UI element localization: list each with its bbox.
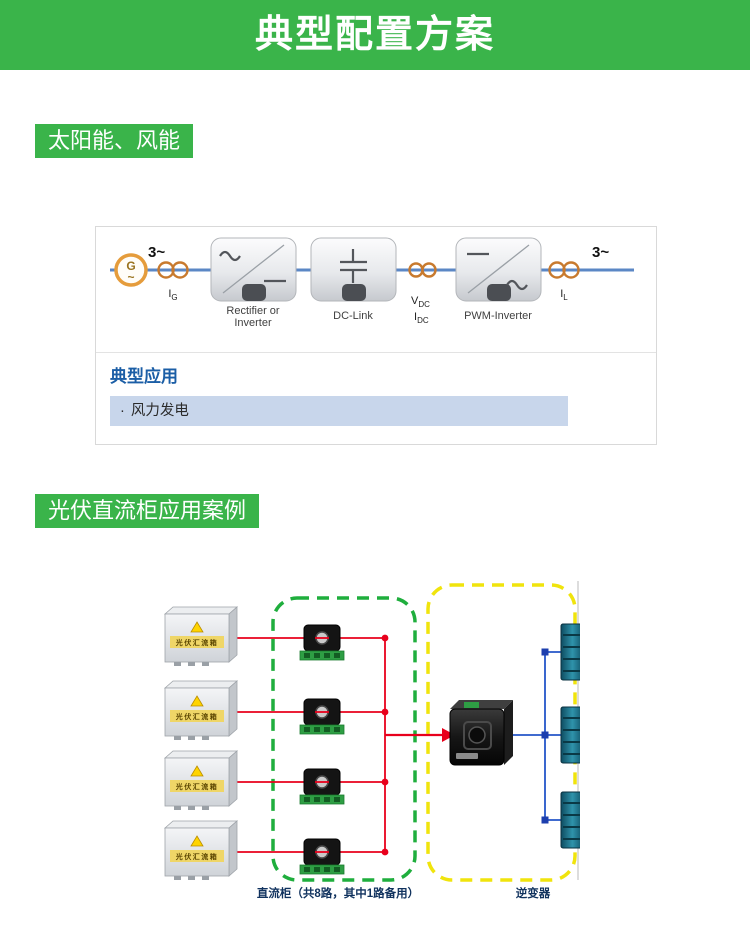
ig-label: IG	[168, 288, 177, 302]
inverter-unit	[560, 623, 585, 681]
ac-symbol	[219, 250, 241, 262]
warning-triangle-icon	[190, 621, 204, 633]
dc-junction-dots	[381, 634, 389, 856]
generator-icon: G ~	[114, 253, 148, 287]
page-banner: 典型配置方案	[0, 0, 750, 70]
current-sensor	[299, 698, 345, 735]
rectifier-module	[210, 237, 297, 302]
generator-letter: G	[126, 259, 135, 273]
typical-apps-item: · 风力发电	[110, 396, 568, 426]
right-phase-label: 3~	[592, 244, 609, 261]
vdc-label: VDC	[411, 295, 430, 309]
current-sensor	[299, 624, 345, 661]
inverter-caption: 逆变器	[516, 886, 551, 900]
dclink-module	[310, 237, 397, 302]
warning-triangle-icon	[190, 765, 204, 777]
combiner-box-label: 光伏汇流箱	[175, 638, 219, 647]
pv-combiner-box: 光伏汇流箱	[163, 750, 239, 810]
pv-dc-cabinet-diagram: 光伏汇流箱 光伏汇流箱 光伏汇流箱	[163, 581, 585, 900]
typical-apps-section: 典型应用 · 风力发电	[96, 352, 656, 444]
bullet: ·	[120, 403, 125, 419]
left-phase-label: 3~	[148, 244, 165, 261]
page-title: 典型配置方案	[254, 14, 495, 56]
inverter-boundary	[426, 583, 577, 882]
inverter-unit	[560, 791, 585, 849]
pwm-inverter-module	[455, 237, 542, 302]
pwm-label: PWM-Inverter	[464, 310, 532, 322]
load-current-coil-icon	[548, 261, 580, 279]
dc-measure-coil-icon	[408, 262, 437, 278]
ac-junction-squares	[541, 648, 549, 824]
generator-current-coil-icon	[157, 261, 189, 279]
ac-symbol	[506, 279, 528, 291]
rectifier-label-line1: Rectifier or	[226, 305, 280, 317]
idc-label: IDC	[414, 311, 429, 325]
il-label: IL	[560, 288, 568, 302]
solar-wind-panel: G ~ 3~ 3~ IG Rectifier or Inverter	[95, 226, 657, 445]
warning-triangle-icon	[190, 695, 204, 707]
pv-combiner-box: 光伏汇流箱	[163, 680, 239, 740]
combiner-box-label: 光伏汇流箱	[175, 852, 219, 861]
dclink-label: DC-Link	[333, 310, 373, 322]
warning-triangle-icon	[190, 835, 204, 847]
combiner-box-label: 光伏汇流箱	[175, 782, 219, 791]
dc-wiring	[229, 637, 443, 853]
rectifier-label-line2: Inverter	[234, 317, 272, 329]
section-badge-solar-wind: 太阳能、风能	[35, 124, 194, 159]
pv-combiner-box: 光伏汇流箱	[163, 606, 239, 666]
pv-diagram-wrap: 光伏汇流箱 光伏汇流箱 光伏汇流箱	[150, 575, 585, 910]
dc-cabinet-caption: 直流柜（共8路，其中1路备用）	[257, 886, 419, 900]
current-sensor	[299, 838, 345, 875]
section-badge-pv-case: 光伏直流柜应用案例	[35, 494, 260, 529]
capacitor-symbol	[340, 249, 367, 283]
arrow-head-icon	[442, 728, 455, 742]
inverter-unit	[560, 706, 585, 764]
hall-sensor-device	[449, 700, 513, 766]
current-sensor	[299, 768, 345, 805]
typical-apps-heading: 典型应用	[110, 367, 178, 386]
generator-tilde: ~	[127, 270, 134, 284]
typical-apps-item-text: 风力发电	[130, 403, 189, 419]
combiner-box-label: 光伏汇流箱	[175, 712, 219, 721]
power-chain-diagram: G ~ 3~ 3~ IG Rectifier or Inverter	[110, 237, 634, 329]
dc-cabinet-boundary	[271, 596, 417, 882]
pv-combiner-box: 光伏汇流箱	[163, 820, 239, 880]
